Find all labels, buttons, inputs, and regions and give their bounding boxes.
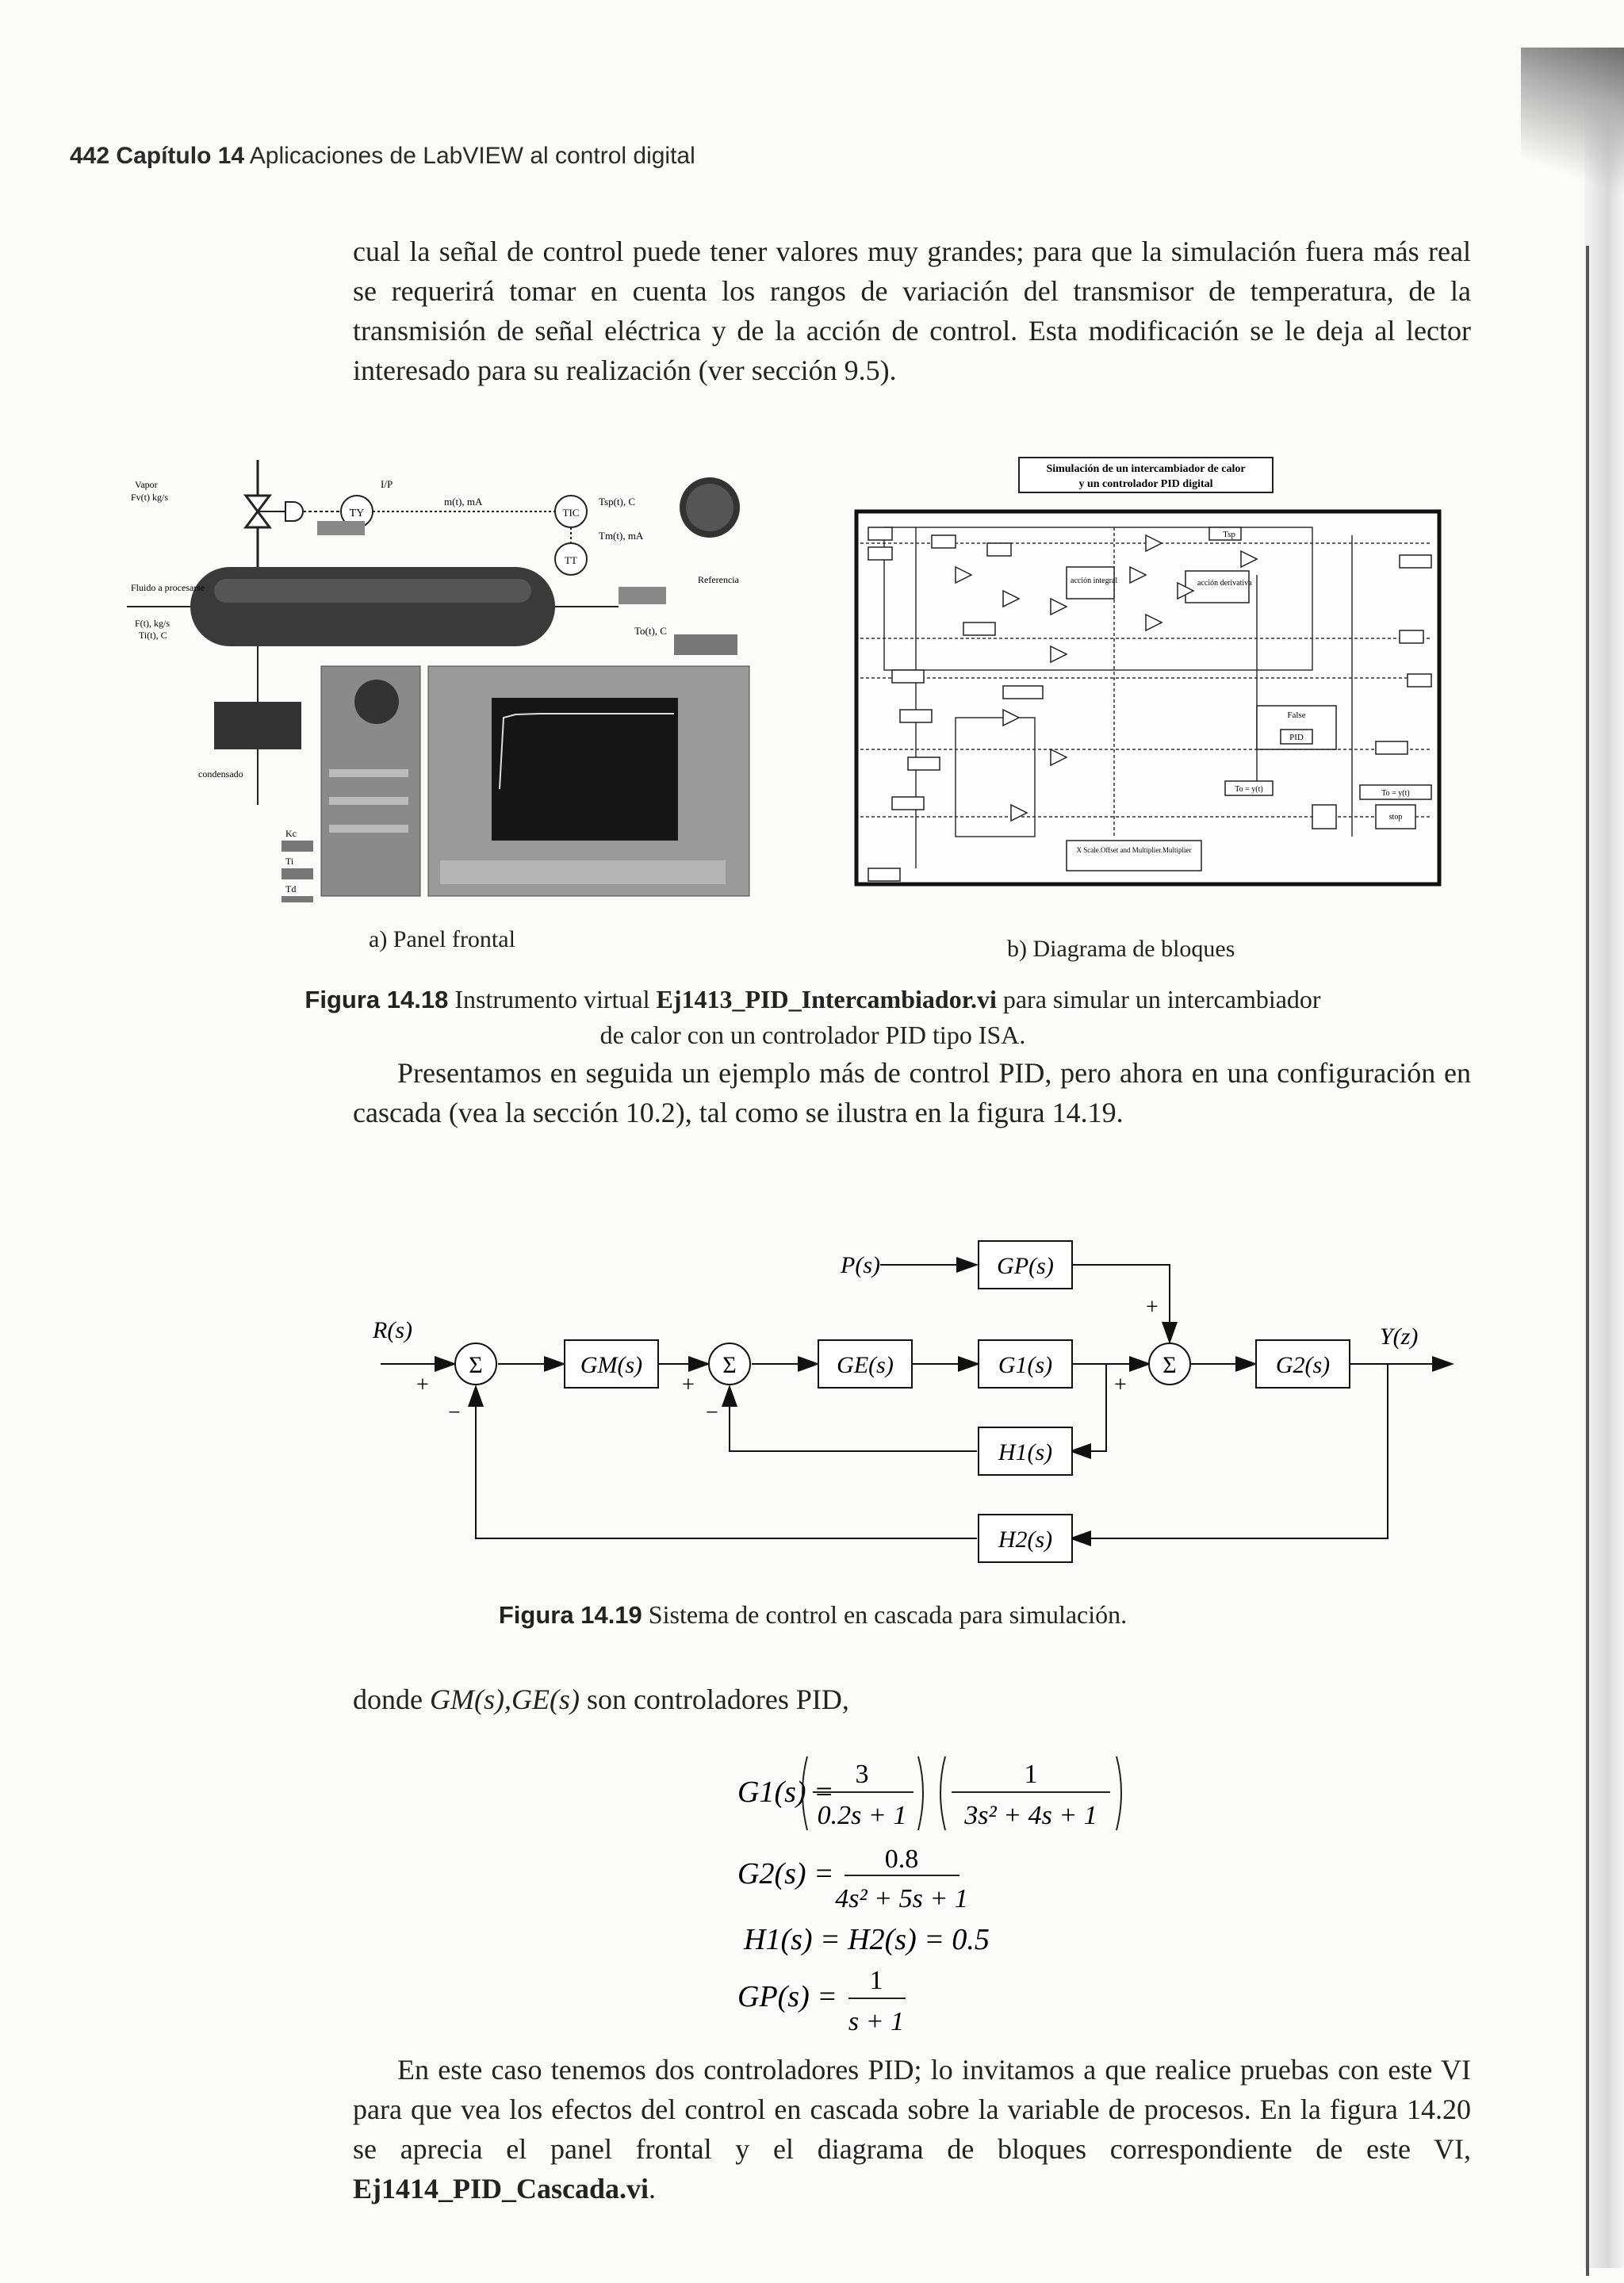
stop-label: stop	[1389, 813, 1403, 822]
signal-output: Y(z)	[1380, 1323, 1418, 1350]
diagram-title-line1: Simulación de un intercambiador de calor	[1046, 463, 1245, 475]
sign-plus-4: +	[1114, 1373, 1127, 1397]
to-yt-label: To = y(t)	[1235, 785, 1263, 794]
figure-14-18-filename: Ej1413_PID_Intercambiador.vi	[656, 985, 997, 1013]
chapter-number: Capítulo 14	[116, 143, 245, 169]
eq-gp-den: s + 1	[848, 2007, 904, 2036]
front-panel-figure: TY I/P m(t), mA TIC Tsp(t), C TT Tm(t), …	[127, 460, 750, 902]
tsp-label: Tsp(t), C	[599, 496, 635, 508]
eq-g2-num: 0.8	[885, 1844, 919, 1874]
block-diagram-caption: b) Diagrama de bloques	[1007, 936, 1235, 962]
ma-label: m(t), mA	[444, 496, 483, 508]
signal-input: R(s)	[372, 1317, 412, 1343]
block-h1: H1(s)	[998, 1439, 1052, 1465]
tsp-diagram-label: Tsp	[1223, 530, 1235, 539]
sign-plus-3: +	[1146, 1295, 1159, 1320]
ti-label: Ti	[285, 856, 294, 867]
page-corner-shadow	[1521, 48, 1624, 222]
accion-integral-label: acción integral	[1071, 576, 1117, 585]
sign-plus-1: +	[416, 1373, 429, 1397]
paragraph-1: cual la señal de control puede tener val…	[353, 236, 1471, 386]
block-g1: G1(s)	[998, 1352, 1052, 1378]
cascade-diagram: Σ Σ Σ GM(s) GE(s) G1(s) G2(s) GP(s) H1(s…	[372, 1240, 1454, 1563]
book-binding-edge	[1584, 48, 1624, 2268]
tt-label: TT	[565, 554, 577, 566]
eq-g1-num2: 1	[1025, 1760, 1038, 1789]
running-header: 442 Capítulo 14 Aplicaciones de LabVIEW …	[70, 143, 695, 170]
tm-label: Tm(t), mA	[599, 530, 644, 542]
sign-plus-2: +	[682, 1373, 695, 1397]
block-h2: H2(s)	[998, 1526, 1052, 1553]
fluid-label: Fluido a procesarse	[131, 582, 205, 593]
eq-g1-den2: 3s² + 4s + 1	[963, 1801, 1097, 1830]
eq-gp-lhs: GP(s) =	[737, 1980, 837, 2013]
false-label: False	[1287, 711, 1305, 720]
sign-minus-1: −	[448, 1400, 461, 1425]
diagram-title-line2: y un controlador PID digital	[1078, 478, 1212, 490]
scale-label: X Scale.Offset and Multiplier.Multiplier	[1076, 846, 1191, 854]
figure-14-19-caption: Figura 14.19 Sistema de control en casca…	[238, 1600, 1388, 1630]
block-diagram-figure: Simulación de un intercambiador de calor…	[854, 457, 1442, 887]
paragraph-4-end: .	[649, 2173, 657, 2204]
eq-g2-lhs: G2(s) =	[737, 1857, 834, 1890]
paragraph-3-math: GM(s),GE(s)	[429, 1684, 580, 1715]
figure-14-18-text-2: para simular un intercambiador	[1002, 985, 1321, 1013]
eq-gp-num: 1	[870, 1966, 883, 1995]
paragraph-3: donde GM(s),GE(s) son controladores PID,	[353, 1680, 1471, 1719]
sum-symbol-3: Σ	[1162, 1352, 1176, 1378]
page-number: 442	[70, 143, 110, 169]
figure-14-18-text-1: Instrumento virtual	[454, 985, 650, 1013]
block-ge: GE(s)	[837, 1352, 894, 1378]
accion-derivativa-label: acción derivativa	[1197, 579, 1252, 588]
figure-14-19-label: Figura 14.19	[498, 1601, 642, 1629]
sum-symbol-1: Σ	[469, 1352, 482, 1378]
fluid-temp-label: Ti(t), C	[139, 630, 167, 641]
figure-14-18-label: Figura 14.18	[304, 986, 449, 1013]
ty-label: TY	[350, 508, 365, 519]
ip-label: I/P	[381, 478, 393, 490]
paragraph-4: En este caso tenemos dos controladores P…	[353, 2050, 1471, 2208]
paragraph-3-prefix: donde	[353, 1684, 423, 1715]
td-label: Td	[285, 883, 296, 894]
eq-g2-den: 4s² + 5s + 1	[835, 1884, 968, 1913]
block-gm: GM(s)	[580, 1352, 642, 1378]
chapter-title: Aplicaciones de LabVIEW al control digit…	[249, 143, 695, 169]
tic-label: TIC	[563, 507, 580, 519]
referencia-label: Referencia	[698, 574, 740, 585]
block-gp: GP(s)	[997, 1253, 1054, 1279]
fluid-flow-label: F(t), kg/s	[135, 618, 170, 629]
to-label: To(t), C	[634, 625, 667, 637]
paragraph-2: Presentamos en seguida un ejemplo más de…	[353, 1057, 1471, 1128]
paragraph-3-suffix: son controladores PID,	[586, 1684, 849, 1715]
paragraph-4-text: En este caso tenemos dos controladores P…	[353, 2054, 1471, 2165]
eq-h: H1(s) = H2(s) = 0.5	[743, 1923, 990, 1956]
sign-minus-2: −	[706, 1400, 718, 1425]
condensado-label: condensado	[198, 768, 243, 780]
paragraph-4-filename: Ej1414_PID_Cascada.vi	[353, 2173, 649, 2204]
block-g2: G2(s)	[1276, 1352, 1330, 1378]
signal-disturbance: P(s)	[840, 1252, 880, 1278]
eq-g1-num1: 3	[856, 1760, 869, 1789]
figure-14-18-caption: Figura 14.18 Instrumento virtual Ej1413_…	[238, 982, 1388, 1052]
equations-block: G1(s) = 3 0.2s + 1 1 3s² + 4s + 1 G2(s) …	[737, 1756, 1122, 2036]
eq-g1-den1: 0.2s + 1	[818, 1801, 907, 1830]
figure-14-18-line-2: de calor con un controlador PID tipo ISA…	[599, 1021, 1026, 1049]
figure-14-19-text: Sistema de control en cascada para simul…	[648, 1600, 1128, 1629]
sum-symbol-2: Σ	[722, 1352, 736, 1378]
vapor-label: Vapor	[135, 479, 158, 490]
kc-label: Kc	[285, 828, 297, 839]
vapor-flow-label: Fv(t) kg/s	[131, 492, 168, 503]
front-panel-caption: a) Panel frontal	[369, 926, 515, 952]
pid-label: PID	[1289, 733, 1304, 742]
to-yt-label-2: To = y(t)	[1381, 789, 1410, 798]
binding-shadow-line	[1586, 246, 1589, 2276]
